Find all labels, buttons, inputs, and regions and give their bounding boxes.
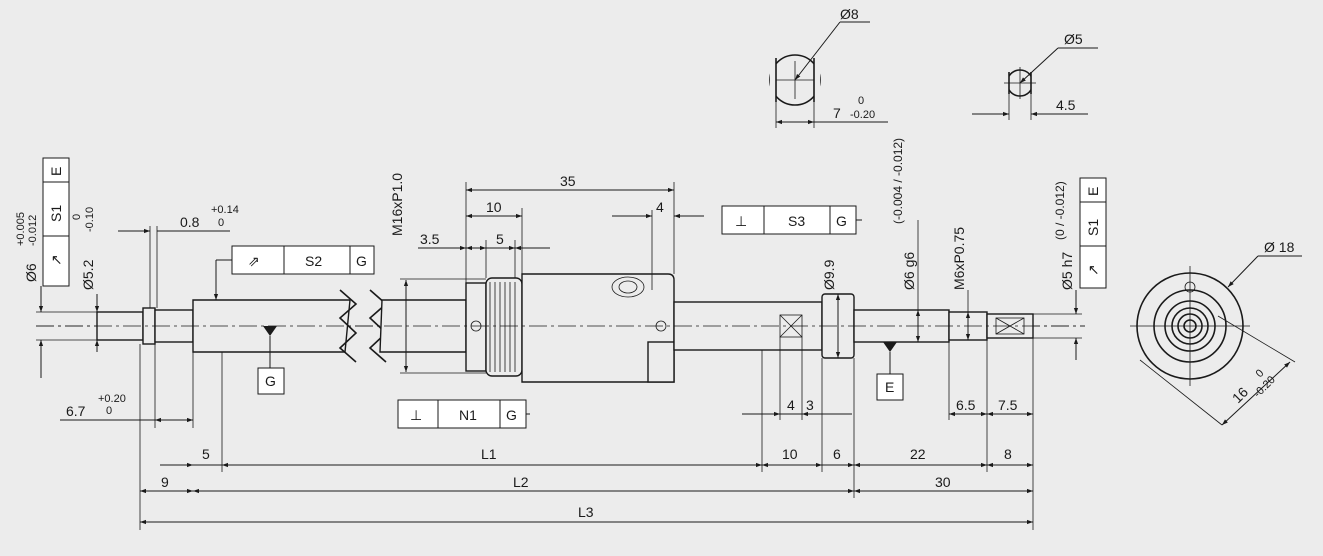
dim-6-7: 6.7	[66, 403, 86, 419]
tolerance-frame-s1-left: E S1 ↗	[40, 157, 70, 288]
dim-5-top: 5	[496, 231, 504, 247]
dim-d9-9: Ø9.9	[821, 259, 837, 290]
dim-5-bottom: 5	[202, 446, 210, 462]
datum-g: G	[257, 326, 285, 395]
frame-s1-right-symbol: ↗	[1085, 264, 1101, 276]
dim-7: 7	[833, 105, 841, 121]
dim-d6-lower: -0.012	[27, 215, 39, 246]
dim-10-top: 10	[486, 199, 502, 215]
tolerance-frame-s2: ⇗ S2 G	[213, 245, 375, 300]
dim-4-bottom: 4	[787, 397, 795, 413]
dim-3-5: 3.5	[420, 231, 440, 247]
dim-d5-2-lower: -0.10	[84, 207, 96, 232]
dim-4-top: 4	[656, 199, 664, 215]
dim-30: 30	[935, 474, 951, 490]
frame-s2-datum: G	[356, 253, 367, 269]
frame-n1-symbol: ⊥	[410, 407, 422, 423]
frame-s3-symbol: ⊥	[735, 213, 747, 229]
dim-d6: Ø6	[23, 263, 39, 282]
datum-e: E	[876, 342, 904, 401]
dim-0-8: 0.8	[180, 214, 200, 230]
dim-6-bottom: 6	[833, 446, 841, 462]
dim-L2: L2	[513, 474, 529, 490]
datum-e-label: E	[885, 379, 894, 395]
frame-s1-right-label: S1	[1085, 219, 1101, 236]
frame-s3-datum: G	[836, 213, 847, 229]
frame-s1-right-datum: E	[1085, 187, 1101, 196]
tolerance-frame-s3: ⊥ S3 G	[721, 205, 862, 235]
dim-d5-2: Ø5.2	[80, 259, 96, 290]
frame-s2-symbol: ⇗	[248, 253, 260, 269]
dimension-lines	[36, 182, 1082, 530]
frame-s1-left-datum: E	[48, 167, 64, 176]
dim-L3: L3	[578, 504, 594, 520]
frame-n1-datum: G	[506, 407, 517, 423]
dim-d18: Ø 18	[1264, 239, 1295, 255]
tolerance-frame-s1-right: E S1 ↗	[1079, 177, 1107, 289]
end-view	[1130, 255, 1302, 426]
dim-d6-upper: +0.005	[15, 212, 27, 246]
frame-s1-left-symbol: ↗	[48, 254, 64, 266]
frame-s2-label: S2	[305, 253, 322, 269]
dim-L1: L1	[481, 446, 497, 462]
dim-thread-m6: M6xP0.75	[951, 227, 967, 290]
dim-d5-h7: Ø5 h7	[1059, 252, 1075, 290]
dim-16-lower: -0.20	[1252, 374, 1278, 400]
dim-35: 35	[560, 173, 576, 189]
dim-9: 9	[161, 474, 169, 490]
dim-7-5: 7.5	[998, 397, 1018, 413]
dim-8-bottom: 8	[1004, 446, 1012, 462]
dim-thread-m16: M16xP1.0	[389, 173, 405, 236]
dim-d5: Ø5	[1064, 31, 1083, 47]
dim-d8: Ø8	[840, 6, 859, 22]
dim-7-lower: -0.20	[850, 109, 875, 121]
frame-s1-left-label: S1	[48, 205, 64, 222]
dim-d6-g6-tol: (-0.004 / -0.012)	[891, 138, 905, 224]
dim-22: 22	[910, 446, 926, 462]
dim-6-5: 6.5	[956, 397, 976, 413]
dim-6-7-lower: 0	[106, 405, 112, 417]
dim-3: 3	[806, 397, 814, 413]
dim-d6-g6: Ø6 g6	[901, 252, 917, 290]
dim-4-5: 4.5	[1056, 97, 1076, 113]
dim-d5-2-upper: 0	[71, 214, 83, 220]
datum-g-label: G	[265, 373, 276, 389]
tolerance-frame-n1: ⊥ N1 G	[397, 399, 530, 429]
frame-n1-label: N1	[459, 407, 477, 423]
dim-d5-h7-tol: (0 / -0.012)	[1053, 181, 1067, 240]
dim-0-8-lower: 0	[218, 217, 224, 229]
dim-0-8-upper: +0.14	[211, 204, 239, 216]
dim-7-upper: 0	[858, 95, 864, 107]
dim-6-7-upper: +0.20	[98, 393, 126, 405]
frame-s3-label: S3	[788, 213, 805, 229]
detail-view-5	[972, 47, 1098, 120]
detail-view-8	[769, 21, 888, 128]
dim-16: 16	[1229, 384, 1251, 406]
dim-10-bottom: 10	[782, 446, 798, 462]
